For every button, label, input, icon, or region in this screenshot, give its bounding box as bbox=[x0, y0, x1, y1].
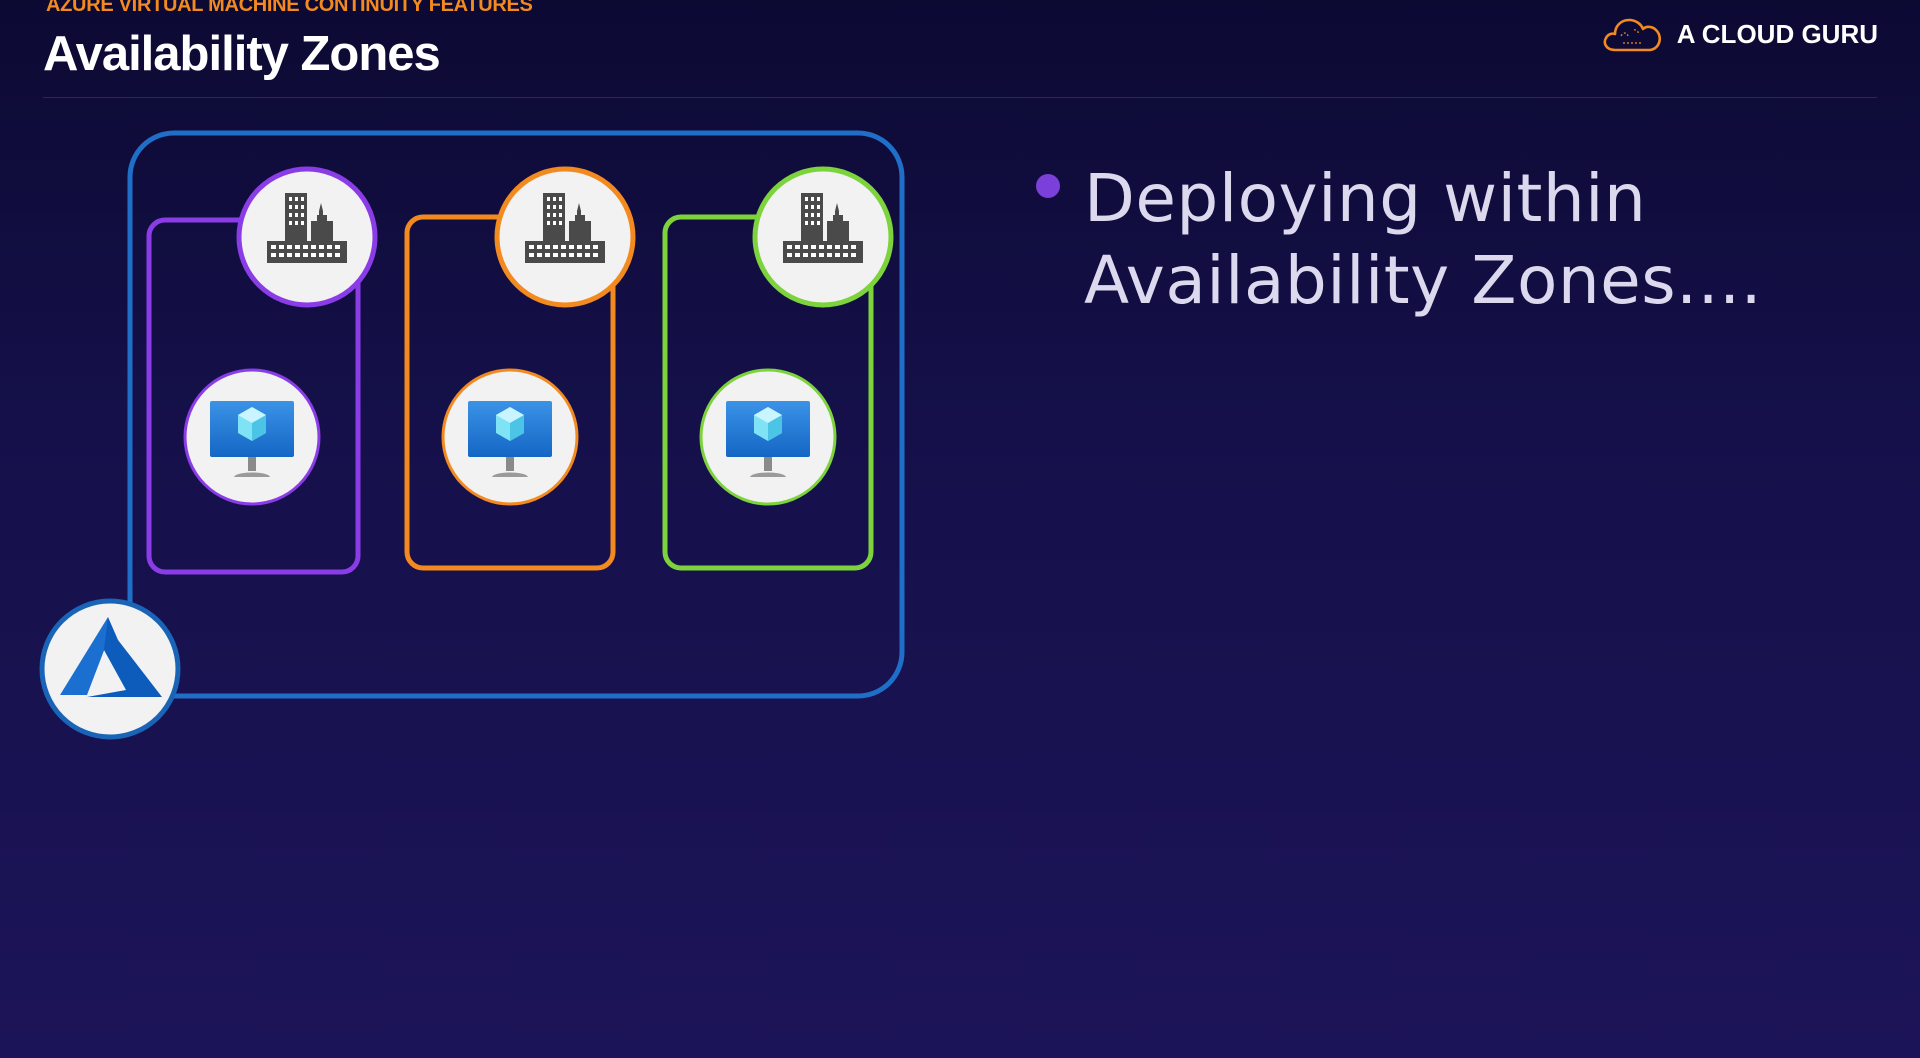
bullet-line-1: Deploying within bbox=[1084, 160, 1647, 237]
availability-zone-3 bbox=[662, 166, 894, 571]
virtual-machine-icon bbox=[699, 368, 837, 506]
section-kicker: AZURE VIRTUAL MACHINE CONTINUITY FEATURE… bbox=[46, 0, 533, 16]
brand-name: A CLOUD GURU bbox=[1676, 18, 1878, 49]
header-divider bbox=[43, 97, 1877, 98]
bullet-dot bbox=[1036, 174, 1060, 198]
region-boundary bbox=[127, 130, 905, 699]
bullet-text: Deploying within Availability Zones.... bbox=[1084, 158, 1804, 322]
bullet-line-2: Availability Zones.... bbox=[1084, 242, 1763, 319]
virtual-machine-icon bbox=[441, 368, 579, 506]
building-icon bbox=[494, 166, 636, 308]
slide-title: Availability Zones bbox=[43, 27, 441, 81]
virtual-machine-icon bbox=[183, 368, 321, 506]
building-icon bbox=[236, 166, 378, 308]
cloud-icon bbox=[1601, 14, 1665, 54]
availability-zone-2 bbox=[404, 166, 636, 571]
availability-zones-diagram bbox=[39, 130, 905, 740]
brand-logo: A CLOUD GURU bbox=[1601, 14, 1878, 54]
azure-logo-icon bbox=[39, 598, 181, 740]
availability-zone-1 bbox=[146, 166, 378, 575]
building-icon bbox=[752, 166, 894, 308]
